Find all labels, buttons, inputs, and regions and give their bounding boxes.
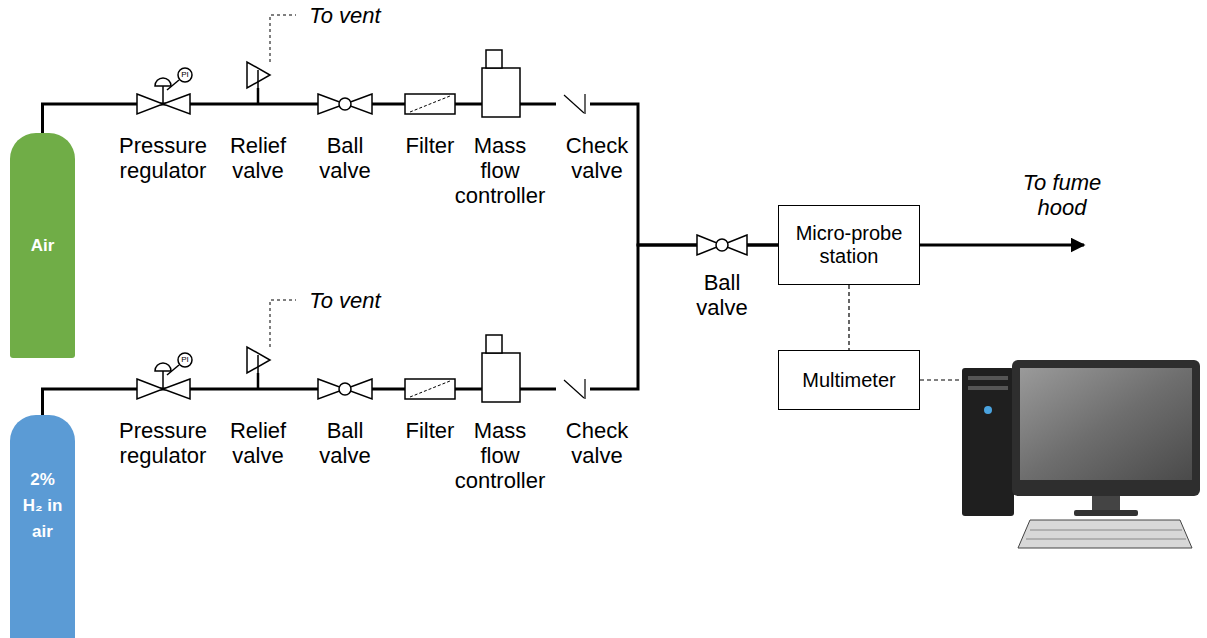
node-text: Multimeter — [802, 369, 895, 392]
signal-line — [848, 285, 849, 350]
gauge-tag: PI — [178, 354, 192, 366]
component-label: Filter — [390, 418, 470, 443]
exhaust-label: To fume hood — [1015, 170, 1110, 220]
gas-train-bottom — [137, 300, 590, 402]
gas-line — [43, 245, 779, 415]
exhaust-arrow — [920, 244, 1084, 247]
component-label: Filter — [390, 133, 470, 158]
component-label: Relief valve — [223, 418, 293, 468]
component-label: Relief valve — [223, 133, 293, 183]
component-label: Pressure regulator — [111, 133, 215, 183]
node-text: 2% H₂ in air — [23, 467, 63, 545]
component-label: Mass flow controller — [454, 133, 547, 208]
gauge-tag: PI — [178, 69, 192, 81]
gas-line — [43, 104, 779, 245]
data-cable — [920, 379, 960, 380]
vent-label: To vent — [295, 3, 395, 28]
probe-station-box: Micro-probe station — [778, 205, 920, 285]
gas-train-top — [137, 15, 590, 117]
node-text: Air — [18, 233, 68, 259]
vent-label: To vent — [295, 288, 395, 313]
multimeter-box: Multimeter — [778, 350, 920, 410]
component-label: Ball valve — [315, 133, 375, 183]
component-label: Check valve — [562, 418, 632, 468]
component-label: Check valve — [562, 133, 632, 183]
component-label: Pressure regulator — [111, 418, 215, 468]
hydrogen-cylinder: 2% H₂ in air — [10, 415, 75, 638]
component-label: Ball valve — [315, 418, 375, 468]
air-cylinder: Air — [10, 133, 75, 358]
component-label: Mass flow controller — [454, 418, 547, 493]
computer-illustration — [962, 360, 1200, 548]
node-text: Micro-probe station — [785, 222, 913, 268]
component-label: Ball valve — [692, 270, 752, 320]
